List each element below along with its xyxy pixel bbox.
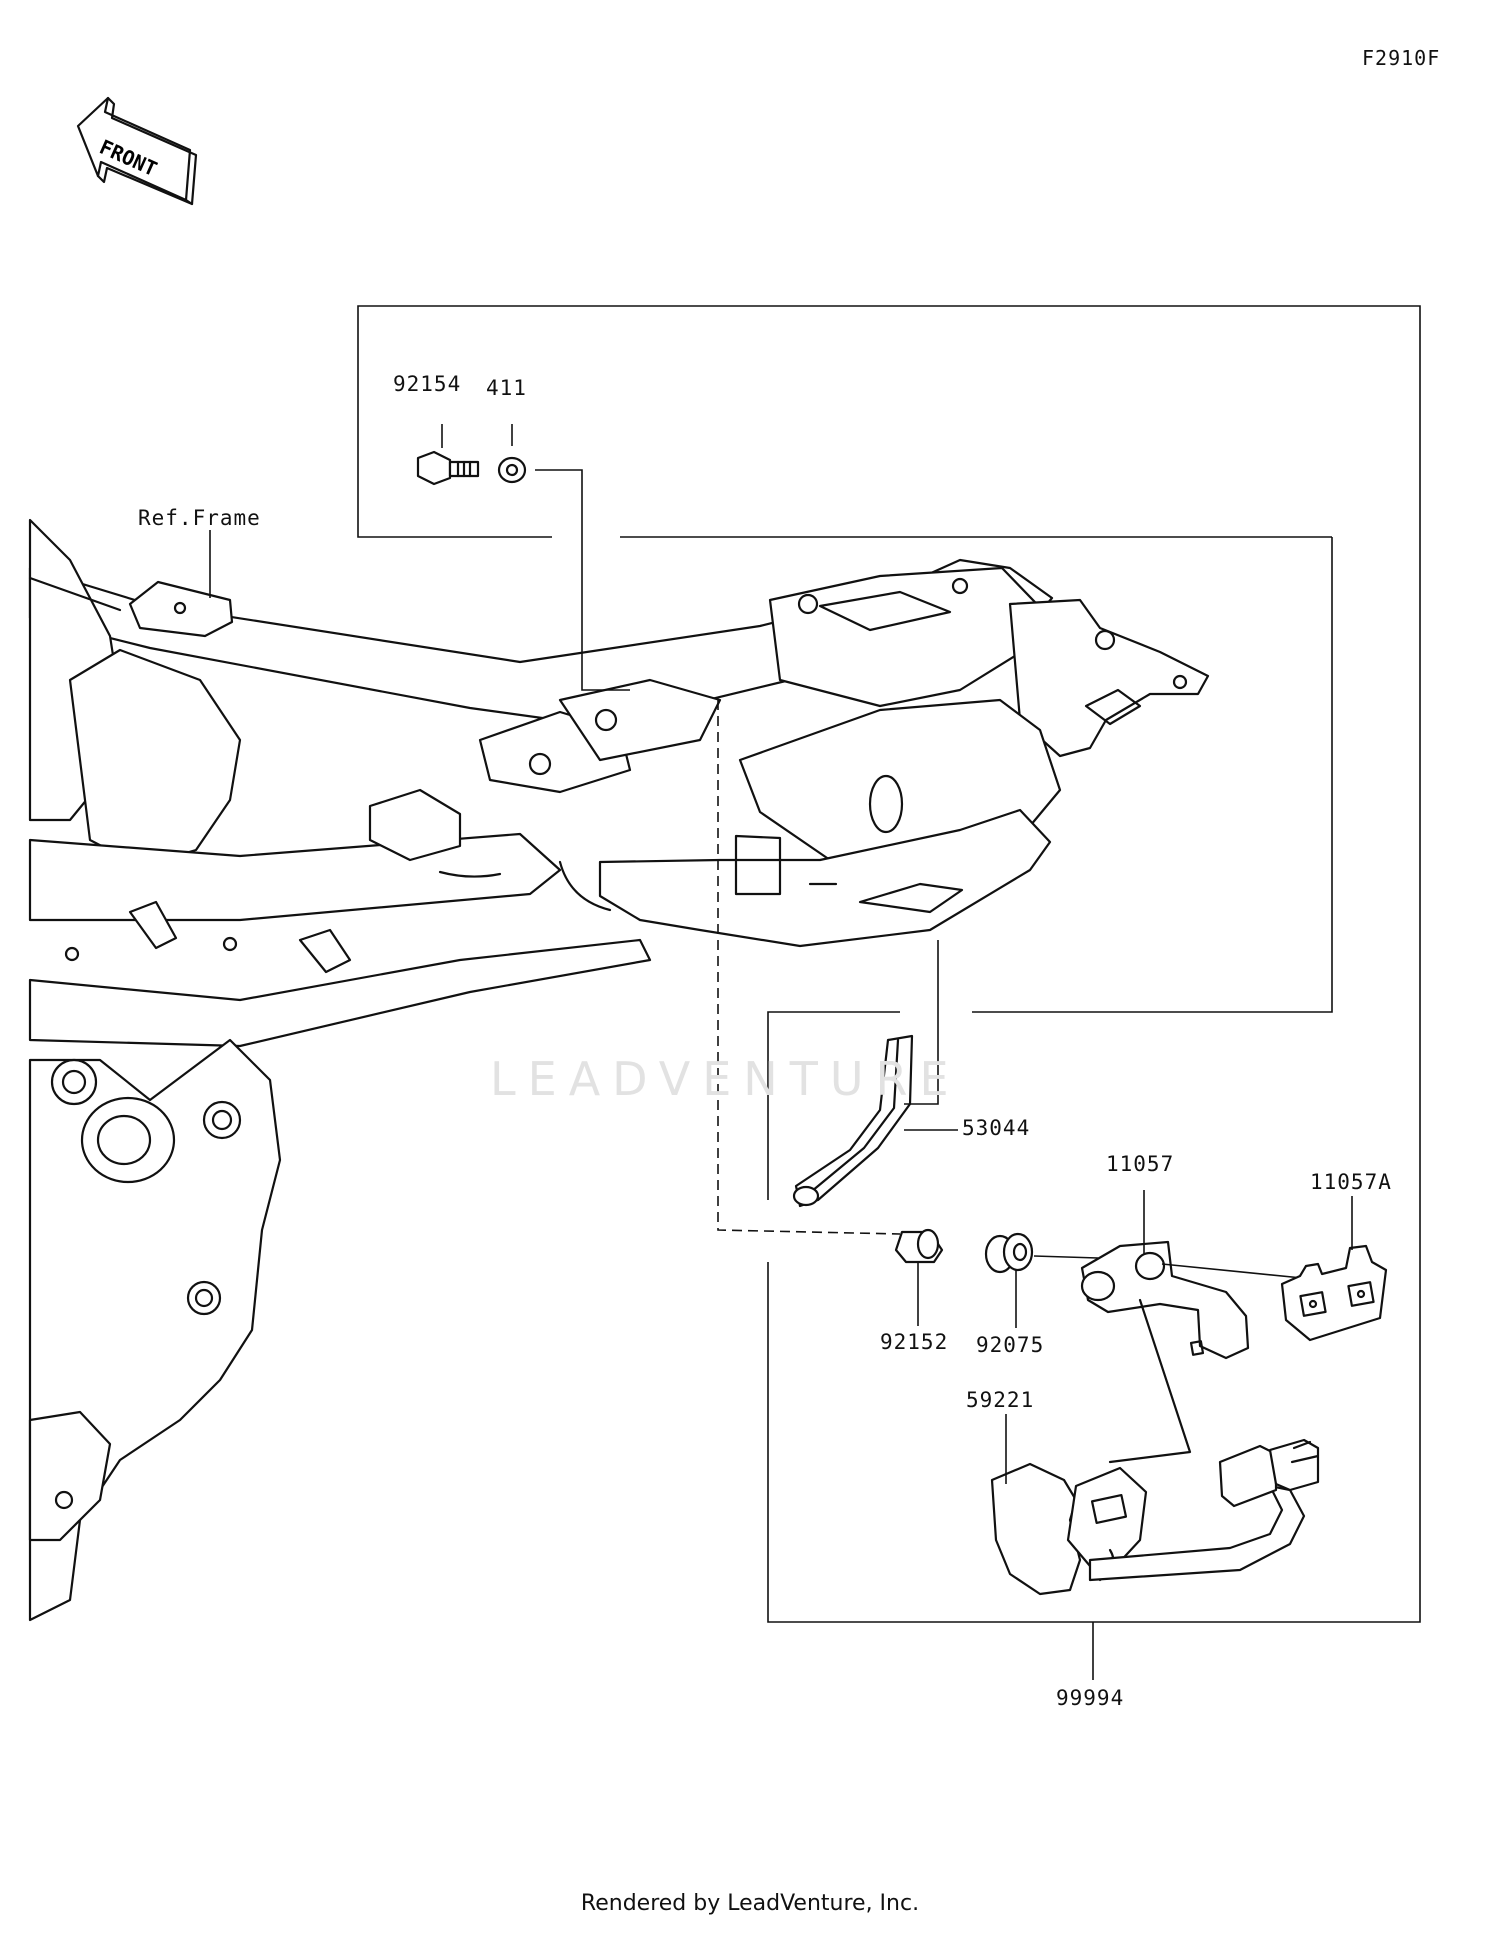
front-label-holder: FRONT — [96, 135, 161, 181]
frame-drawing — [28, 518, 1210, 1622]
part-label-99994[interactable]: 99994 — [1056, 1686, 1125, 1710]
part-label-92152[interactable]: 92152 — [880, 1330, 949, 1354]
part-label-92154[interactable]: 92154 — [393, 372, 462, 396]
sensor-59221-drawing — [990, 1414, 1320, 1596]
kit-bracket-outline — [357, 305, 1421, 1680]
washer-411-drawing — [497, 456, 527, 484]
grommet-92075-drawing — [984, 1232, 1099, 1328]
part-label-11057A[interactable]: 11057A — [1310, 1170, 1392, 1194]
part-label-411[interactable]: 411 — [486, 376, 527, 400]
collar-92152-drawing — [894, 1228, 944, 1326]
front-label: FRONT — [96, 135, 161, 181]
part-label-11057[interactable]: 11057 — [1106, 1152, 1175, 1176]
bracket-11057-drawing — [1080, 1190, 1303, 1464]
bolt-92154-drawing — [416, 450, 480, 486]
watermark: LEADVENTURE — [490, 1052, 961, 1106]
front-arrow-icon — [76, 96, 198, 206]
part-label-92075[interactable]: 92075 — [976, 1333, 1045, 1357]
part-label-53044[interactable]: 53044 — [962, 1116, 1031, 1140]
strip-53044-drawing — [792, 940, 958, 1208]
footer-credit: Rendered by LeadVenture, Inc. — [580, 1891, 920, 1916]
ref-frame-label: Ref.Frame — [138, 506, 261, 530]
part-label-59221[interactable]: 59221 — [966, 1388, 1035, 1412]
clamp-11057A-drawing — [1280, 1196, 1388, 1342]
diagram-code: F2910F — [1362, 46, 1441, 70]
